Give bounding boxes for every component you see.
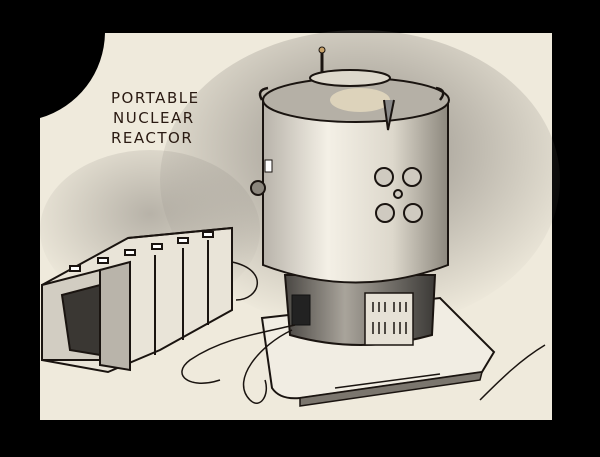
caption-line-2: NUCLEAR — [113, 109, 195, 127]
top-hatch — [309, 69, 391, 87]
caption-line-1: PORTABLE — [111, 89, 200, 107]
caption-line-3: REACTOR — [111, 129, 194, 147]
cables — [181, 261, 546, 404]
caption-title: PORTABLE NUCLEAR REACTOR — [111, 88, 200, 148]
control-dials — [374, 167, 423, 223]
side-knob — [250, 180, 266, 196]
battery-packs — [41, 226, 233, 374]
vent-grille — [364, 292, 414, 346]
switch-box — [291, 294, 311, 326]
reactor-vessel — [250, 46, 450, 284]
latch — [383, 99, 395, 131]
reactor-base — [283, 274, 437, 346]
